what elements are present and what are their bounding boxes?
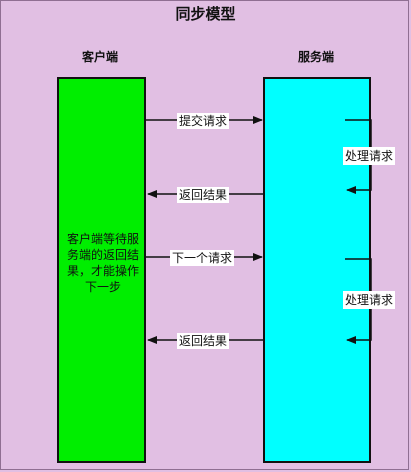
diagram-title: 同步模型	[175, 5, 236, 23]
process-label-1: 处理请求	[343, 147, 396, 165]
message-request-2: 下一个请求	[170, 250, 235, 266]
server-label: 服务端	[297, 50, 334, 64]
message-request-1: 提交请求	[177, 113, 230, 129]
process-label-2: 处理请求	[343, 291, 396, 309]
client-note: 客户端等待服务端的返回结果，才能操作下一步	[66, 232, 139, 294]
message-response-2: 返回结果	[177, 333, 230, 349]
message-response-1: 返回结果	[177, 187, 230, 203]
server-box	[263, 77, 371, 463]
client-label: 客户端	[81, 50, 118, 64]
client-box	[57, 77, 146, 463]
